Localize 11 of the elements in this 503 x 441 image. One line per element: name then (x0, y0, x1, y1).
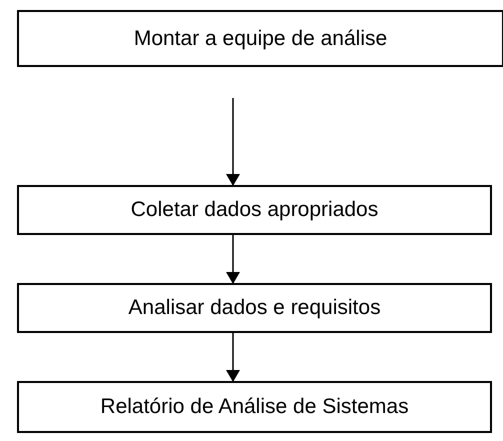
arrow (226, 235, 240, 284)
step-label: Analisar dados e requisitos (128, 296, 381, 320)
step-label: Montar a equipe de análise (134, 26, 388, 50)
process-box (17, 185, 492, 235)
step-label: Coletar dados apropriados (130, 198, 378, 222)
process-box (17, 381, 492, 433)
arrow (226, 98, 240, 186)
arrow (226, 333, 240, 382)
process-box (17, 283, 492, 333)
step-label: Relatório de Análise de Sistemas (100, 395, 409, 419)
process-box (17, 10, 503, 67)
